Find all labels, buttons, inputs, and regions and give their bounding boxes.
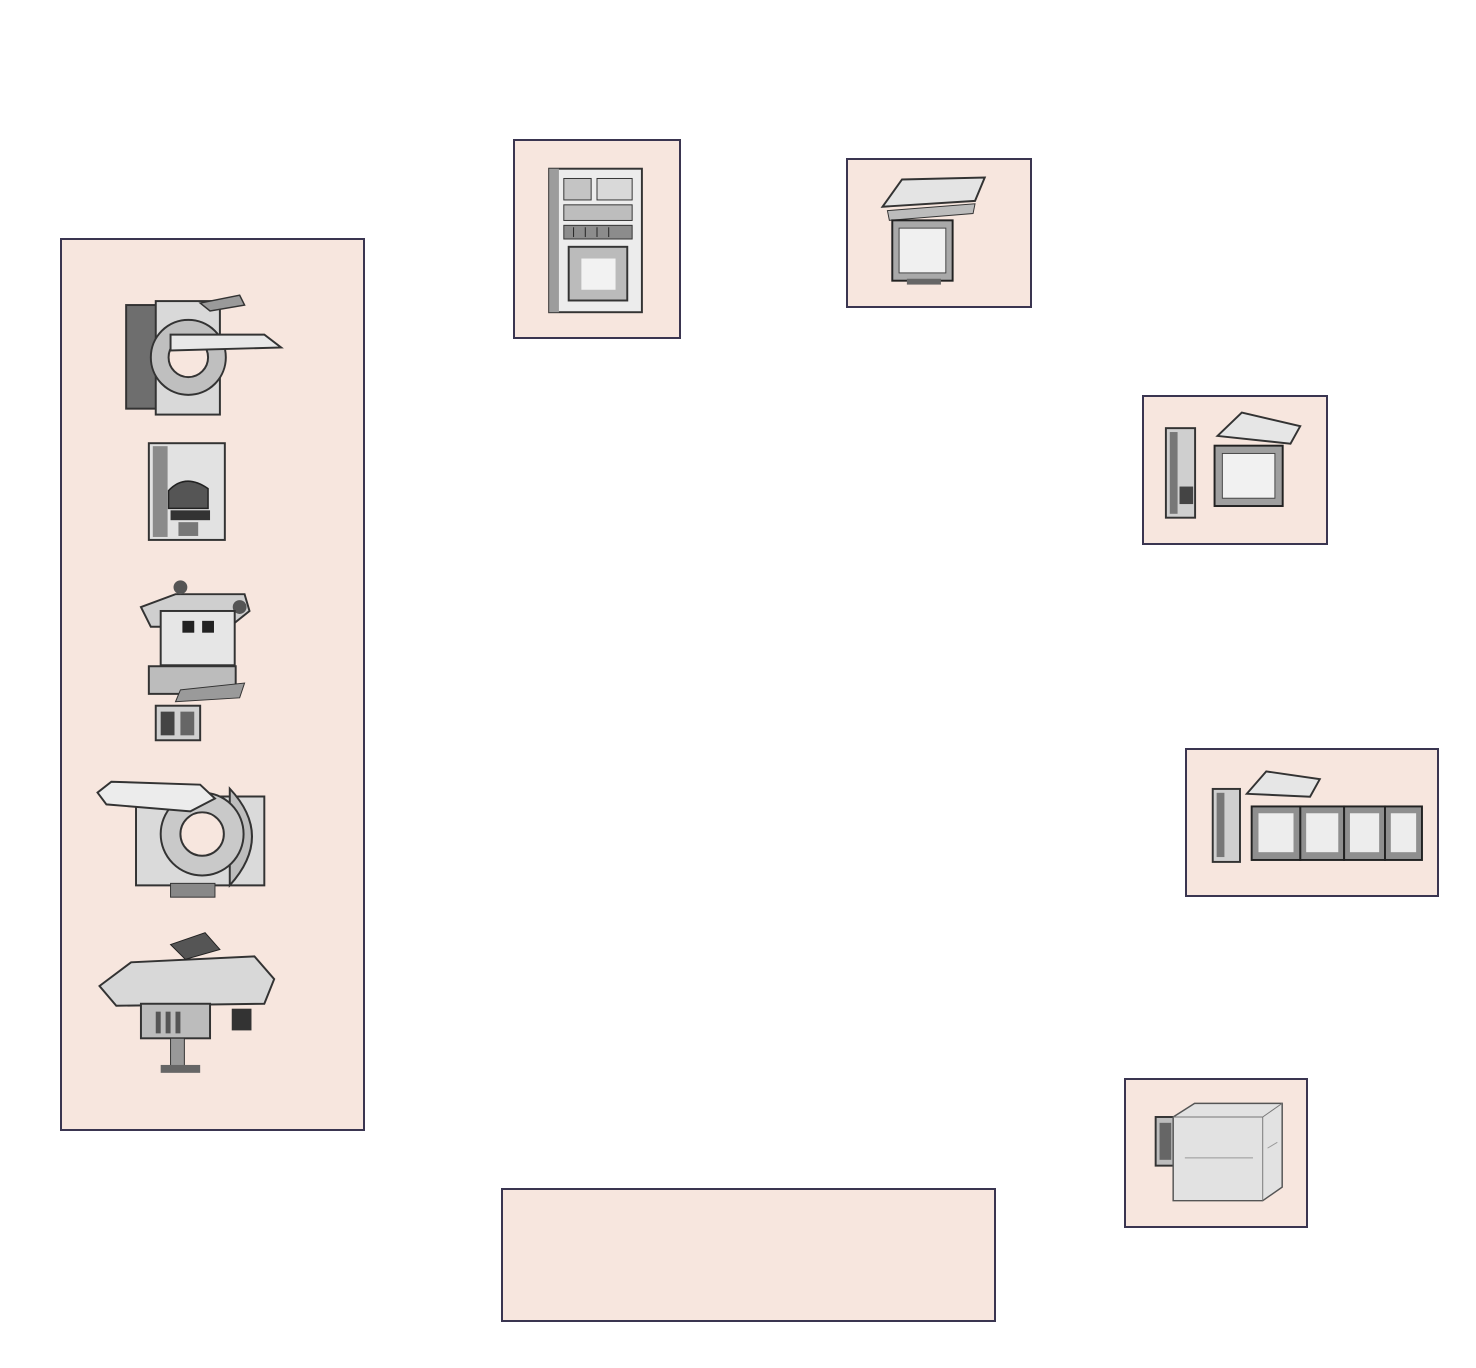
mri-scanner-icon: [96, 780, 266, 898]
workstation-b-box: [1142, 395, 1328, 545]
workstation-tower-icon: [1164, 411, 1302, 519]
modalities-panel: [60, 238, 365, 1131]
multi-monitor-workstation-icon: [1211, 770, 1423, 863]
film-printer-icon: [1154, 1102, 1283, 1202]
multi-monitor-workstation-box: [1185, 748, 1439, 897]
ct-scanner-icon: [125, 294, 284, 416]
angiography-table-icon: [98, 932, 276, 1073]
workstation-a-box: [846, 158, 1032, 308]
ceiling-xray-icon: [139, 580, 251, 742]
workstation-icon: [880, 176, 987, 285]
label-box: [501, 1188, 996, 1322]
modalities-drawing: [96, 294, 284, 1073]
film-printer-box: [1124, 1078, 1308, 1228]
storage-cabinet-box: [513, 139, 681, 339]
mammography-unit-icon: [147, 442, 226, 541]
server-cabinet-icon: [548, 167, 643, 314]
